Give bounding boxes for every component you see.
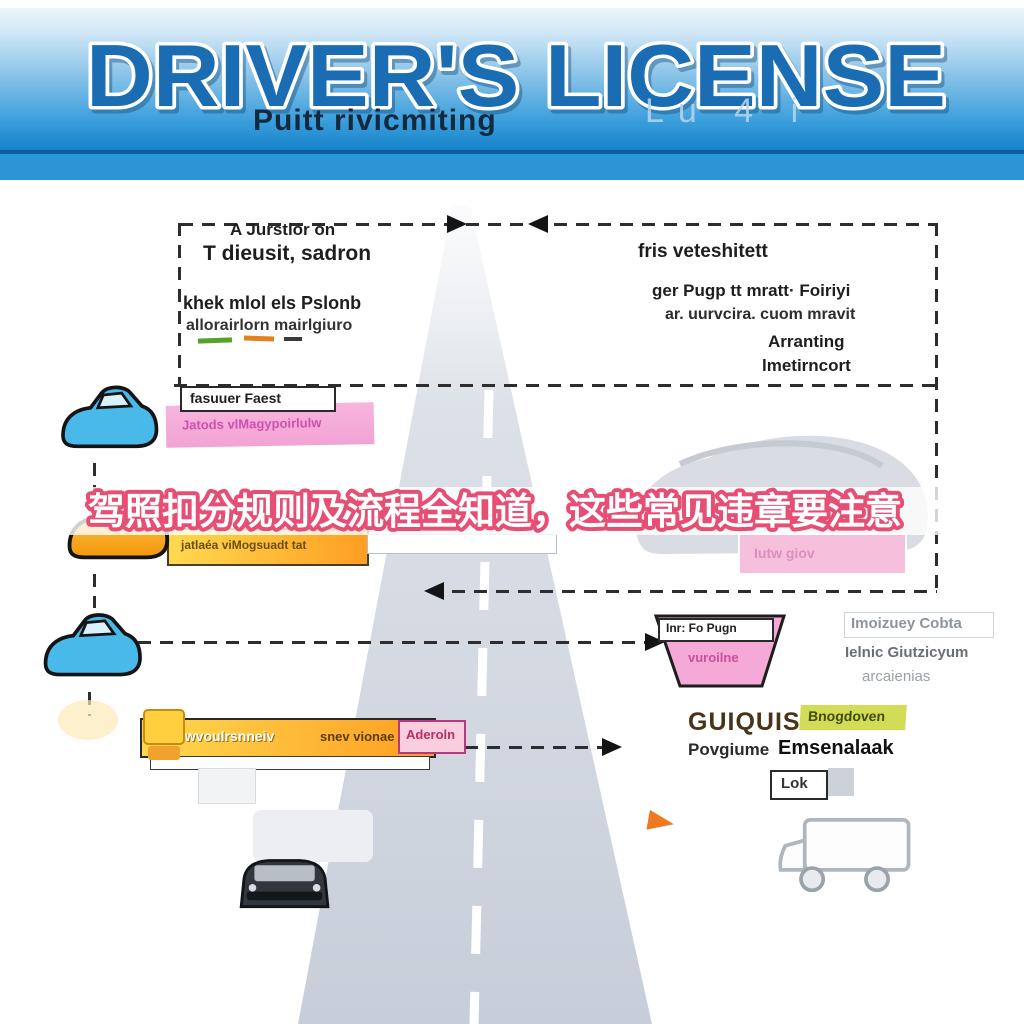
left-step1-line2: T dieusit, sadron: [203, 242, 372, 265]
small-truck-icon: [143, 709, 185, 760]
headline-svg: 驾照扣分规则及流程全知道，这些常见违章要注意: [84, 487, 906, 535]
left-step2-line1: khek mlol els Pslonb: [183, 293, 362, 313]
dashed-connector-2: [93, 574, 96, 608]
road-surface: [298, 205, 652, 1024]
dashed-line-mid: [174, 384, 936, 387]
lok-label-box: Lok: [770, 770, 828, 800]
arrow-left-mid-icon: [424, 582, 444, 600]
trapezoid-text: vuroilne: [688, 650, 739, 665]
pink-tag-text: Aderoln: [406, 727, 456, 742]
bold-word: GUIQUIS: [688, 708, 801, 736]
header-subtitle: Puitt rivicmiting: [253, 104, 497, 137]
underline-mark-dark: [284, 337, 302, 341]
truck-icon: [778, 817, 911, 893]
dashed-line-bottom: [465, 746, 608, 749]
underline-mark-orange: [243, 335, 275, 342]
dashed-line-top: [180, 223, 938, 226]
dashed-connector-1: [93, 463, 96, 493]
headline-band: 驾照扣分规则及流程全知道，这些常见违章要注意: [0, 487, 1024, 535]
left-step1-line1: A Jurstlor on: [230, 220, 336, 239]
green-tag-text: Bnogdoven: [807, 708, 886, 724]
yellow-ribbon-text: jatlaéa viMogsuadt tat: [181, 538, 307, 552]
pink-tag-box: Aderoln: [398, 720, 466, 754]
trapezoid-label: Inr: Fo Pugn: [666, 621, 737, 635]
page-title-svg: DRIVER'S LICENSE: [83, 23, 950, 129]
header-bottom-strip: [0, 154, 1024, 180]
header-banner: DRIVER'S LICENSE Puitt rivicmiting Lu 4 …: [0, 8, 1024, 150]
ghost-list-box: Imoizuey Cobta: [844, 612, 994, 638]
car-body: [43, 613, 142, 677]
arrow-left-top-icon: [528, 215, 548, 233]
arrow-right-bottom-icon: [602, 738, 622, 756]
header-divider-line: [0, 150, 1024, 154]
car-window: [95, 391, 134, 410]
right-step2-line1: ger Pugp tt mratt· Foiriyi: [652, 281, 851, 300]
page-title: DRIVER'S LICENSE: [86, 26, 946, 125]
trapezoid-label-box: Inr: Fo Pugn: [658, 618, 774, 642]
ghost-list-line2: Ielnic Giutzicyum: [845, 644, 969, 661]
ghost-box-1: [198, 768, 256, 804]
arrow-right-top-icon: [447, 215, 467, 233]
green-tag: Bnogdoven: [799, 705, 907, 730]
dashed-line-right-vertical: [935, 223, 938, 592]
thin-strip: [367, 534, 557, 554]
orange-arrow-icon: [646, 809, 676, 835]
bold-line2-a: Povgiume: [688, 740, 770, 759]
gray-chip: [828, 768, 854, 796]
blue-car-2-icon: [43, 613, 142, 677]
right-step2-line2: ar. uurvcira. cuom mravit: [665, 306, 856, 323]
headline-text: 驾照扣分规则及流程全知道，这些常见违章要注意: [88, 490, 902, 532]
ghost-list-line1: Imoizuey Cobta: [851, 615, 962, 632]
orange-bar-text-a: fast wvoulrsnneiv: [156, 728, 275, 744]
right-step3-line2: lmetirncort: [762, 356, 851, 375]
pink-ribbon-label-box: fasuuer Faest: [180, 386, 336, 412]
car-body: [61, 385, 159, 449]
bold-line2-b: Emsenalaak: [778, 737, 894, 759]
pink-info-box-text: Iutw giov: [754, 545, 815, 561]
decorative-blob: [58, 700, 118, 740]
lok-label: Lok: [781, 775, 808, 792]
ghost-list-line3: arcaienias: [862, 668, 931, 685]
header-ghost-text: Lu 4 i: [645, 92, 813, 130]
orange-bar: fast wvoulrsnneiv snev vionae: [140, 718, 436, 758]
pink-info-box: Iutw giov: [738, 533, 907, 575]
right-step1-label: fris veteshitett: [638, 241, 768, 262]
ghost-truck-shape: [253, 810, 373, 862]
car-window: [78, 619, 117, 638]
dashed-line-left-vertical: [178, 223, 181, 386]
dashed-line-lower: [430, 590, 937, 593]
thin-strip-under-bar: [150, 756, 430, 770]
orange-bar-text-b: snev vionae: [320, 729, 395, 744]
dark-car-front-icon: [239, 859, 330, 909]
blue-car-icon: [61, 385, 159, 449]
pink-ribbon-label: fasuuer Faest: [190, 390, 282, 406]
dashed-line-branch: [138, 641, 648, 644]
left-step2-line2: allorairlorn mairlgiuro: [186, 317, 353, 334]
right-step3-line1: Arranting: [768, 332, 845, 351]
